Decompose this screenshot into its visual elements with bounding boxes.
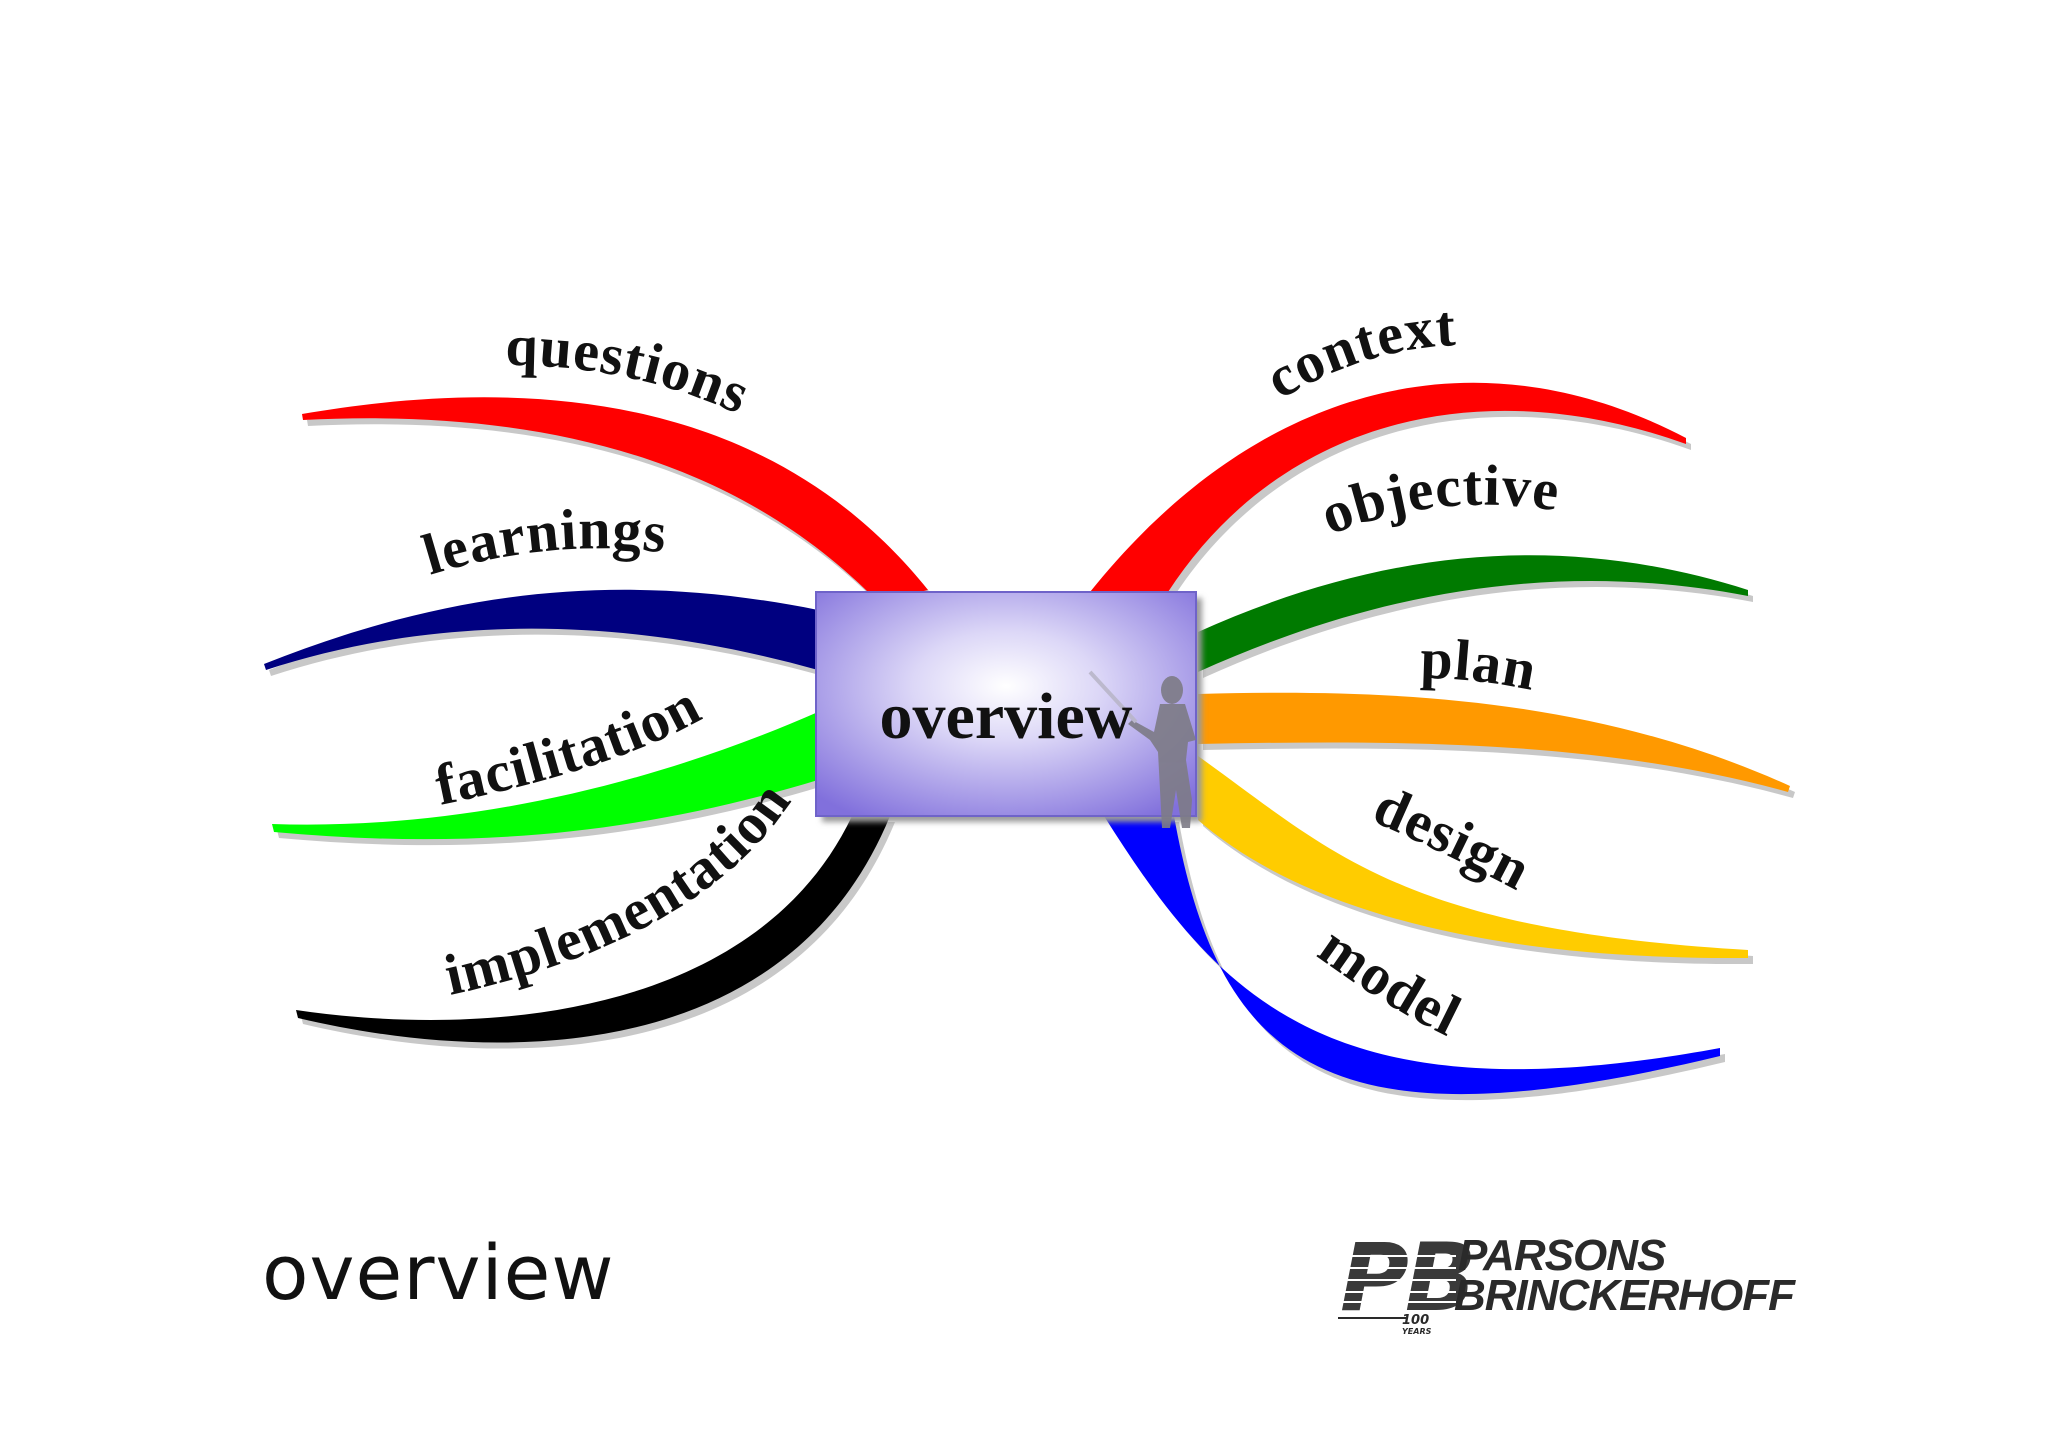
parsons-brinckerhoff-logo: PB PARSONS BRINCKERHOFF 100 YEARS: [1336, 1226, 1797, 1336]
branch-facilitation-shadow: [277, 718, 823, 846]
branch-learnings: [264, 589, 823, 676]
branch-implementation: [296, 816, 895, 1049]
branch-plan: [1198, 692, 1795, 798]
branch-model: [1104, 816, 1725, 1101]
logo-badge: 100: [1402, 1313, 1429, 1328]
label-learnings: learnings: [415, 496, 670, 587]
branch-objective-ribbon: [1198, 555, 1748, 672]
branch-implementation-ribbon: [296, 816, 890, 1043]
branch-objective: [1198, 555, 1753, 678]
branch-context: [1090, 382, 1691, 598]
pb-mark: PB: [1336, 1226, 1477, 1333]
presenter-silhouette-icon: [1088, 670, 1196, 828]
branch-design: [1198, 756, 1753, 965]
label-objective: objective: [1312, 453, 1564, 547]
slide-title: overview: [262, 1228, 615, 1317]
branch-plan-ribbon: [1198, 692, 1790, 792]
logo-line-parsons: PARSONS: [1458, 1231, 1666, 1280]
branch-facilitation-ribbon: [272, 712, 818, 840]
label-plan: plan: [1419, 626, 1542, 703]
branch-questions: [302, 397, 933, 608]
branch-questions-ribbon: [302, 397, 928, 602]
branch-design-ribbon: [1198, 756, 1748, 959]
logo-badge-sub: YEARS: [1402, 1327, 1432, 1336]
center-box: [815, 591, 1197, 817]
logo-line-brinckerhoff: BRINCKERHOFF: [1454, 1271, 1796, 1320]
branch-context-ribbon: [1090, 382, 1686, 592]
branch-implementation-shadow: [301, 822, 895, 1049]
branch-facilitation: [272, 712, 823, 846]
center-node: overview: [815, 591, 1202, 828]
branch-model-ribbon: [1104, 816, 1720, 1095]
branch-learnings-ribbon: [264, 589, 818, 670]
center-label: overview: [880, 680, 1133, 753]
